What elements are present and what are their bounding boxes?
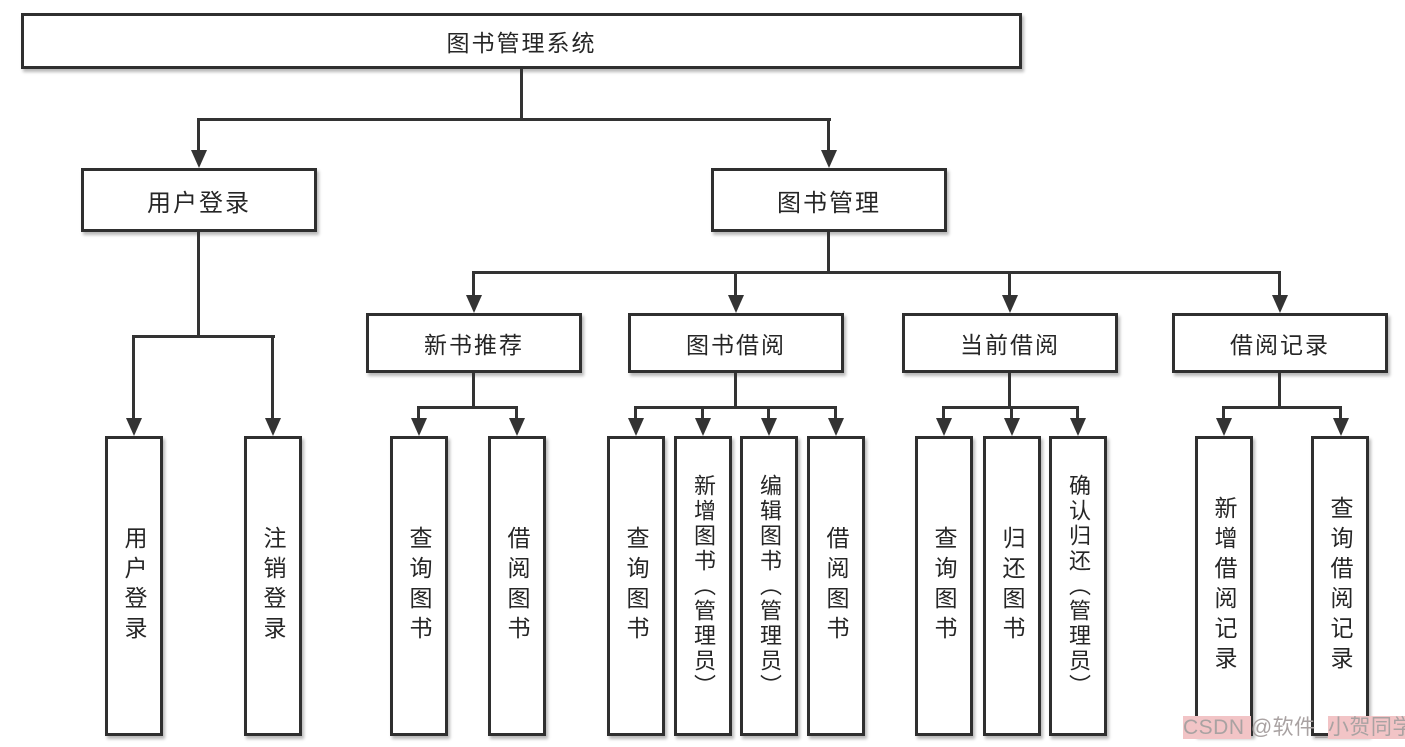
- node-leaf-edit-book: 编辑图书（管理员）: [740, 436, 798, 736]
- arrowhead-icon: [1216, 418, 1232, 436]
- connector-line: [1278, 373, 1281, 409]
- connector-line: [1008, 373, 1011, 409]
- arrowhead-icon: [728, 295, 744, 313]
- node-borrow-record-label: 借阅记录: [1230, 332, 1330, 358]
- node-leaf-query-book-1: 查询图书: [390, 436, 448, 736]
- connector-line: [1278, 271, 1281, 297]
- connector-line: [197, 118, 831, 121]
- node-leaf-logout-label: 注销登录: [260, 526, 286, 646]
- arrowhead-icon: [828, 418, 844, 436]
- connector-line: [634, 406, 637, 420]
- node-leaf-user-login: 用户登录: [105, 436, 163, 736]
- node-leaf-query-record: 查询借阅记录: [1311, 436, 1369, 736]
- connector-line: [1076, 406, 1079, 420]
- connector-line: [1010, 406, 1013, 420]
- node-new-book-rec: 新书推荐: [366, 313, 582, 373]
- arrowhead-icon: [1272, 295, 1288, 313]
- connector-line: [1222, 406, 1342, 409]
- connector-line: [472, 271, 1281, 274]
- node-borrow-record: 借阅记录: [1172, 313, 1388, 373]
- arrowhead-icon: [411, 418, 427, 436]
- node-leaf-confirm-return: 确认归还（管理员）: [1049, 436, 1107, 736]
- arrowhead-icon: [1002, 295, 1018, 313]
- connector-line: [417, 406, 518, 409]
- node-leaf-query-book-1-label: 查询图书: [406, 526, 432, 646]
- arrowhead-icon: [126, 418, 142, 436]
- node-book-borrow-label: 图书借阅: [686, 332, 786, 358]
- arrowhead-icon: [761, 418, 777, 436]
- node-leaf-query-record-label: 查询借阅记录: [1327, 496, 1353, 676]
- csdn-watermark: CSDN @软件_小贺同学: [1183, 714, 1405, 742]
- arrowhead-icon: [821, 150, 837, 168]
- connector-line: [132, 335, 275, 338]
- connector-line: [734, 373, 737, 409]
- node-leaf-borrow-book-2-label: 借阅图书: [823, 526, 849, 646]
- node-leaf-return-book-label: 归还图书: [999, 526, 1025, 646]
- arrowhead-icon: [628, 418, 644, 436]
- node-book-mgmt-label: 图书管理: [777, 189, 881, 217]
- node-leaf-borrow-book-1: 借阅图书: [488, 436, 546, 736]
- arrowhead-icon: [191, 150, 207, 168]
- node-current-borrow: 当前借阅: [902, 313, 1118, 373]
- node-leaf-add-book-label: 新增图书（管理员）: [691, 473, 716, 699]
- node-leaf-query-book-2: 查询图书: [607, 436, 665, 736]
- csdn-watermark-brand: CSDN: [1183, 716, 1251, 739]
- node-leaf-edit-book-label: 编辑图书（管理员）: [757, 473, 782, 699]
- connector-line: [734, 271, 737, 297]
- connector-line: [1222, 406, 1225, 420]
- connector-line: [472, 373, 475, 409]
- connector-line: [827, 118, 830, 154]
- node-current-borrow-label: 当前借阅: [960, 332, 1060, 358]
- node-leaf-add-record: 新增借阅记录: [1195, 436, 1253, 736]
- arrowhead-icon: [265, 418, 281, 436]
- connector-line: [197, 232, 200, 338]
- csdn-watermark-username: 小贺同学: [1327, 716, 1405, 739]
- connector-line: [472, 271, 475, 297]
- node-user-login: 用户登录: [81, 168, 317, 232]
- connector-line: [515, 406, 518, 420]
- node-book-mgmt: 图书管理: [711, 168, 947, 232]
- node-leaf-add-record-label: 新增借阅记录: [1211, 496, 1237, 676]
- node-leaf-query-book-3: 查询图书: [915, 436, 973, 736]
- node-leaf-confirm-return-label: 确认归还（管理员）: [1066, 473, 1091, 699]
- connector-line: [634, 406, 837, 409]
- node-leaf-user-login-label: 用户登录: [121, 526, 147, 646]
- csdn-watermark-handle: @软件_: [1250, 716, 1328, 739]
- arrowhead-icon: [509, 418, 525, 436]
- node-root: 图书管理系统: [21, 13, 1022, 69]
- node-leaf-query-book-3-label: 查询图书: [931, 526, 957, 646]
- node-leaf-add-book: 新增图书（管理员）: [674, 436, 732, 736]
- arrowhead-icon: [1004, 418, 1020, 436]
- connector-line: [767, 406, 770, 420]
- node-leaf-query-book-2-label: 查询图书: [623, 526, 649, 646]
- connector-line: [197, 118, 200, 154]
- node-user-login-label: 用户登录: [147, 189, 251, 217]
- node-root-label: 图书管理系统: [446, 30, 597, 56]
- connector-line: [271, 335, 274, 420]
- node-new-book-rec-label: 新书推荐: [424, 332, 524, 358]
- connector-line: [701, 406, 704, 420]
- node-leaf-return-book: 归还图书: [983, 436, 1041, 736]
- arrowhead-icon: [936, 418, 952, 436]
- arrowhead-icon: [695, 418, 711, 436]
- node-leaf-borrow-book-1-label: 借阅图书: [504, 526, 530, 646]
- arrowhead-icon: [466, 295, 482, 313]
- connector-line: [1339, 406, 1342, 420]
- node-book-borrow: 图书借阅: [628, 313, 844, 373]
- arrowhead-icon: [1070, 418, 1086, 436]
- connector-line: [132, 335, 135, 420]
- connector-line: [417, 406, 420, 420]
- node-leaf-logout: 注销登录: [244, 436, 302, 736]
- connector-line: [942, 406, 945, 420]
- node-leaf-borrow-book-2: 借阅图书: [807, 436, 865, 736]
- arrowhead-icon: [1333, 418, 1349, 436]
- connector-line: [520, 69, 523, 120]
- connector-line: [827, 232, 830, 274]
- connector-line: [1008, 271, 1011, 297]
- connector-line: [834, 406, 837, 420]
